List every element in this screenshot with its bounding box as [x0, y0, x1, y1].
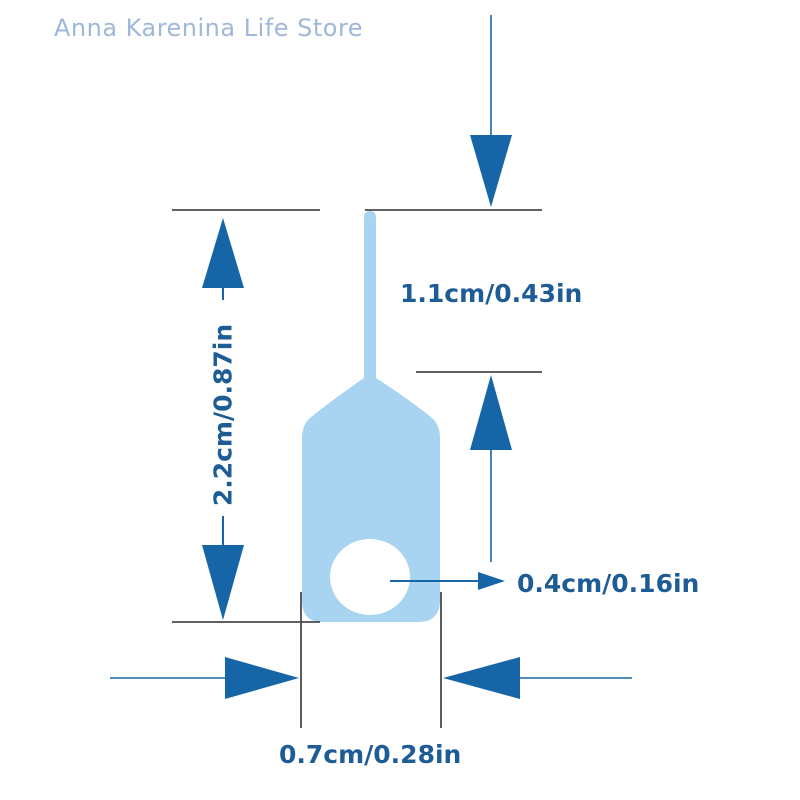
- dimension-shafts: [110, 15, 632, 679]
- height-up-arrow-icon: [202, 218, 244, 288]
- pin-down-arrow-icon: [470, 135, 512, 207]
- store-watermark: Anna Karenina Life Store: [54, 14, 364, 42]
- tool-body: [302, 211, 440, 622]
- width-right-arrow-icon: [225, 657, 299, 699]
- hole-diameter-label: 0.4cm/0.16in: [517, 569, 699, 598]
- pin-length-label: 1.1cm/0.43in: [400, 279, 582, 308]
- hole-up-arrow-icon: [470, 375, 512, 450]
- width-label: 0.7cm/0.28in: [279, 740, 461, 769]
- width-left-arrow-icon: [443, 657, 520, 699]
- extension-lines: [172, 209, 542, 728]
- height-down-arrow-icon: [202, 545, 244, 620]
- height-label: 2.2cm/0.87in: [209, 324, 238, 506]
- sim-ejector-tool: [302, 211, 440, 622]
- hole-pointer-arrow-icon: [478, 572, 505, 590]
- arrowheads: [202, 135, 520, 699]
